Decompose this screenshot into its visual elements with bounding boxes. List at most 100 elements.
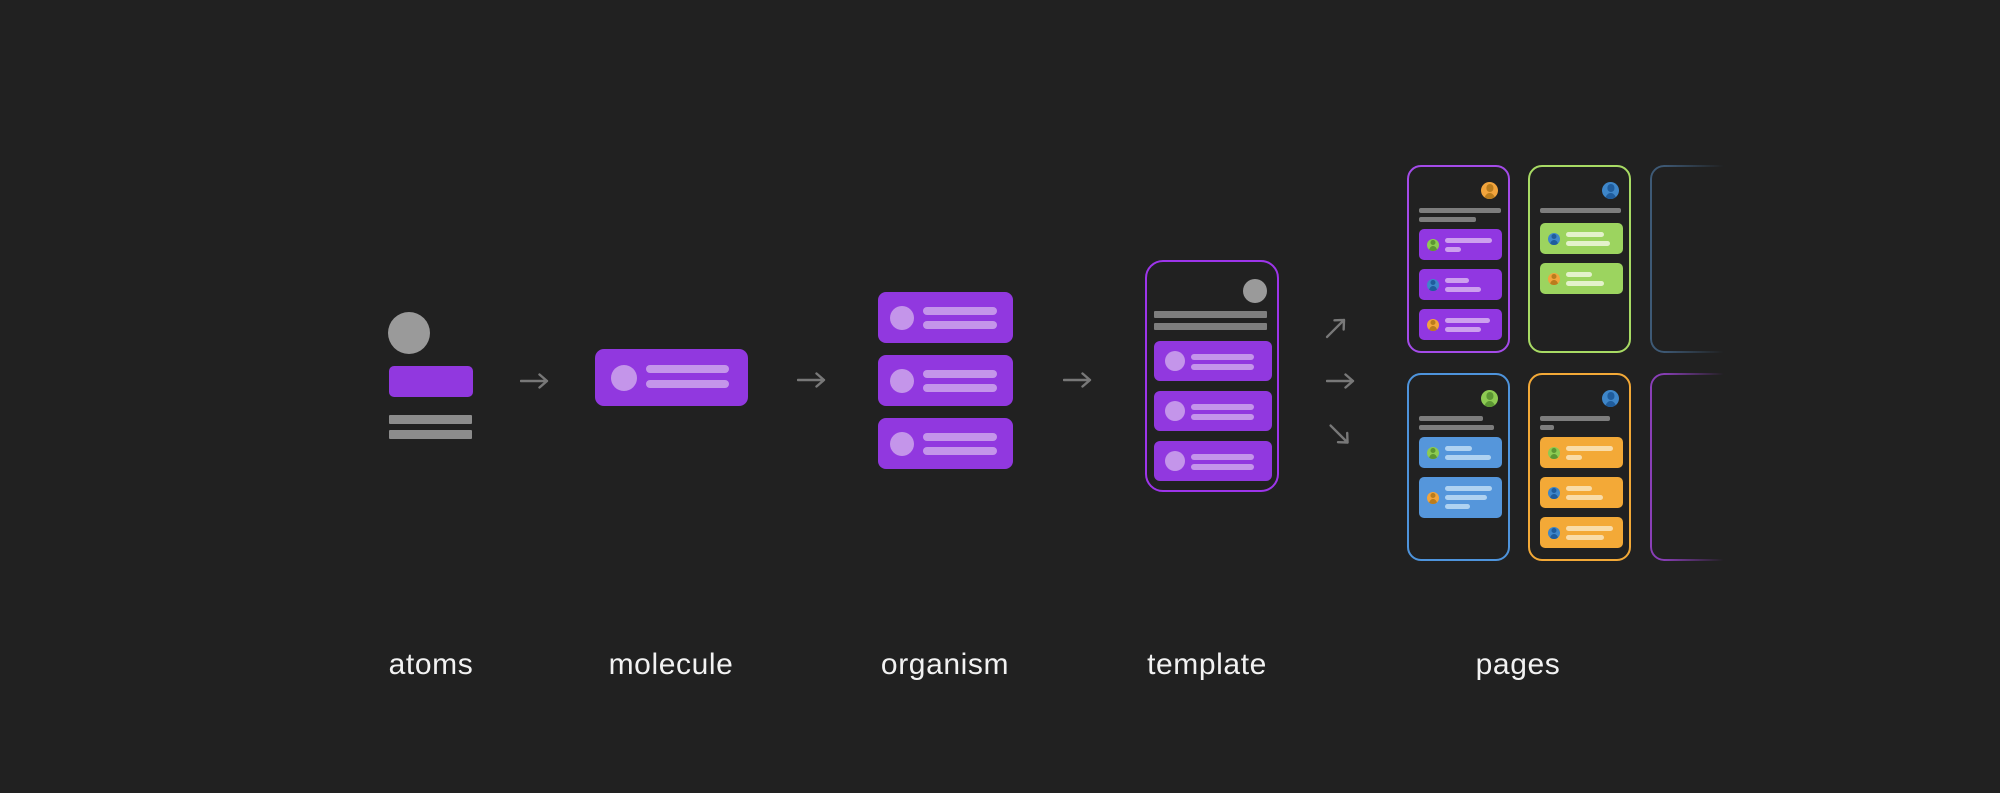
text-line-placeholder — [1566, 534, 1604, 540]
text-bar-placeholder — [1419, 208, 1501, 213]
stage-label-atoms: atoms — [388, 648, 474, 681]
stage-label-pages: pages — [1475, 648, 1561, 681]
text-bar-placeholder — [1540, 416, 1610, 421]
profile-card — [1419, 309, 1502, 340]
profile-card — [1419, 229, 1502, 260]
text-line-placeholder — [1445, 454, 1491, 460]
circle-placeholder — [890, 369, 914, 393]
text-lines — [1566, 485, 1603, 500]
text-line-placeholder — [1191, 364, 1254, 370]
fan-arrow-right — [1325, 372, 1356, 395]
page-blue — [1407, 373, 1510, 561]
circle-placeholder — [611, 365, 637, 391]
text-line-placeholder — [1445, 277, 1469, 283]
text-lines — [1191, 404, 1254, 420]
user-avatar-icon — [1602, 390, 1619, 407]
molecule-card — [595, 349, 748, 406]
component-card — [1154, 391, 1272, 431]
text-bar-placeholder — [1154, 311, 1267, 318]
page-purple-faded — [1650, 373, 1753, 561]
circle-placeholder — [890, 306, 914, 330]
text-line-placeholder — [1191, 454, 1254, 460]
flow-arrow — [796, 371, 827, 394]
arrow-right-icon — [1325, 373, 1355, 389]
page-purple — [1407, 165, 1510, 353]
profile-card — [1540, 223, 1623, 254]
text-line-placeholder — [1191, 464, 1254, 470]
profile-card — [1419, 269, 1502, 300]
circle-atom-shape — [388, 312, 430, 354]
text-bar-placeholder — [1419, 416, 1483, 421]
text-bar-placeholder — [1540, 425, 1554, 430]
circle-placeholder — [890, 432, 914, 456]
text-bar-placeholder — [389, 415, 472, 424]
template-card-list — [1154, 341, 1272, 481]
component-card — [878, 418, 1013, 469]
user-avatar-icon — [1427, 278, 1439, 291]
user-avatar-icon — [1548, 232, 1560, 245]
page-slate-faded — [1650, 165, 1753, 353]
component-card — [1154, 441, 1272, 481]
user-avatar-icon — [1548, 272, 1560, 285]
text-line-placeholder — [1445, 286, 1481, 292]
text-line-placeholder — [923, 384, 997, 392]
text-bar-placeholder — [1419, 425, 1494, 430]
stage-label-organism: organism — [880, 648, 1010, 681]
stage-label-molecule: molecule — [608, 648, 734, 681]
text-lines — [1191, 354, 1254, 370]
text-lines — [1445, 277, 1481, 292]
circle-placeholder — [1165, 451, 1185, 471]
card-list — [1419, 229, 1502, 340]
text-lines — [1566, 525, 1613, 540]
fan-arrow-down — [1319, 418, 1356, 455]
organism-group — [878, 292, 1013, 469]
text-line-placeholder — [1566, 280, 1604, 286]
page-orange — [1528, 373, 1631, 561]
user-avatar-icon — [1427, 491, 1439, 504]
template-frame — [1145, 260, 1279, 492]
user-avatar-icon — [1427, 318, 1439, 331]
text-lines — [1566, 445, 1613, 460]
stage-label-template: template — [1147, 648, 1267, 681]
text-line-placeholder — [1445, 486, 1492, 491]
text-line-placeholder — [1566, 271, 1592, 277]
page-green — [1528, 165, 1631, 353]
text-line-placeholder — [923, 433, 997, 441]
text-lines — [1445, 317, 1490, 332]
text-line-placeholder — [1445, 237, 1492, 243]
circle-placeholder — [1165, 401, 1185, 421]
text-bar-placeholder — [1154, 323, 1267, 330]
user-avatar-icon — [1481, 390, 1498, 407]
text-line-placeholder — [1566, 485, 1592, 491]
profile-card — [1540, 263, 1623, 294]
text-lines — [1566, 231, 1610, 246]
text-line-placeholder — [1445, 246, 1461, 252]
text-lines — [923, 307, 997, 329]
text-lines — [923, 370, 997, 392]
user-avatar-icon — [1548, 486, 1560, 499]
text-line-placeholder — [1566, 445, 1613, 451]
user-avatar-icon — [1427, 446, 1439, 459]
profile-card — [1419, 437, 1502, 468]
card-list — [1419, 437, 1502, 518]
text-line-placeholder — [923, 447, 997, 455]
text-lines — [1566, 271, 1604, 286]
text-line-placeholder — [1566, 454, 1582, 460]
component-card — [878, 355, 1013, 406]
flow-arrow — [1062, 371, 1093, 394]
text-lines — [1445, 486, 1492, 509]
profile-card — [1419, 477, 1502, 518]
text-line-placeholder — [1566, 240, 1610, 246]
profile-card — [1540, 437, 1623, 468]
user-avatar-icon — [1548, 526, 1560, 539]
arrow-down-right-icon — [1329, 424, 1349, 444]
arrow-right-icon — [519, 373, 549, 389]
text-line-placeholder — [923, 370, 997, 378]
user-avatar-icon — [1481, 182, 1498, 199]
text-bar-placeholder — [1540, 208, 1621, 213]
component-card — [1154, 341, 1272, 381]
text-line-placeholder — [1191, 404, 1254, 410]
text-lines — [1445, 445, 1491, 460]
text-line-placeholder — [1445, 504, 1470, 509]
